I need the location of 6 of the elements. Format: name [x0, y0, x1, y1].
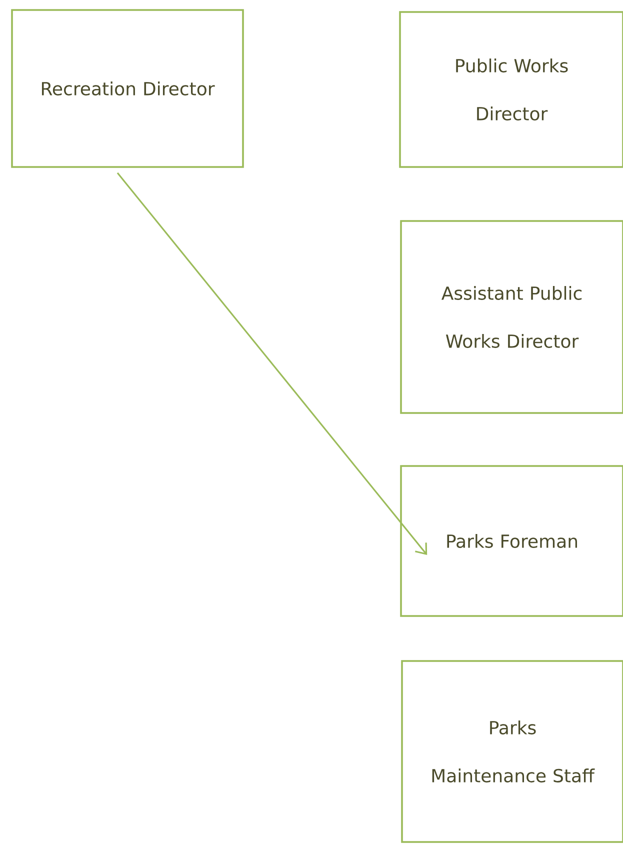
org-box: Public Works Director [399, 11, 623, 168]
org-box: Parks Foreman [400, 465, 623, 617]
org-box: Assistant Public Works Director [400, 220, 623, 414]
org-box: Recreation Director [11, 9, 244, 168]
org-box: Parks Maintenance Staff [401, 660, 623, 843]
arrow [116, 172, 428, 555]
